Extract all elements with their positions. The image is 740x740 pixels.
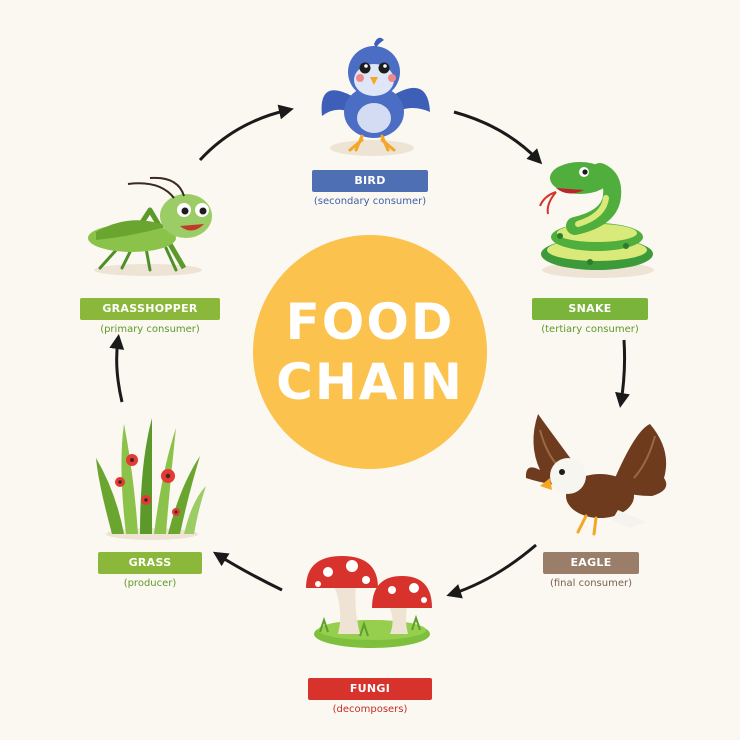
grass-label: GRASS — [98, 552, 202, 574]
snake-role: (tertiary consumer) — [541, 324, 639, 335]
eagle-label: EAGLE — [543, 552, 639, 574]
title-line-1: FOOD — [285, 293, 455, 351]
bird-role: (secondary consumer) — [313, 196, 427, 207]
eagle-role: (final consumer) — [549, 578, 633, 589]
grasshopper-icon — [88, 176, 212, 276]
bird-icon — [321, 37, 430, 156]
arrow-snake-to-eagle — [615, 339, 630, 408]
food-chain-title: FOOD CHAIN — [252, 292, 488, 412]
mushroom-icon — [306, 556, 432, 648]
fungi-label: FUNGI — [308, 678, 432, 700]
arrow-bird-to-snake — [453, 110, 543, 165]
eagle-icon — [525, 414, 667, 536]
center-circle — [253, 235, 487, 469]
grass-icon — [96, 418, 206, 540]
title-line-2: CHAIN — [276, 353, 464, 411]
arrow-grass-to-grasshopper — [109, 334, 125, 403]
arrow-grasshopper-to-bird — [198, 104, 294, 162]
arrow-eagle-to-fungi — [446, 543, 537, 599]
grasshopper-role: (primary consumer) — [100, 324, 200, 335]
bird-label: BIRD — [312, 170, 428, 192]
snake-label: SNAKE — [532, 298, 648, 320]
snake-icon — [539, 162, 654, 278]
fungi-role: (decomposers) — [332, 704, 408, 715]
grasshopper-label: GRASSHOPPER — [80, 298, 220, 320]
grass-role: (producer) — [123, 578, 177, 589]
arrow-fungi-to-grass — [212, 551, 283, 592]
